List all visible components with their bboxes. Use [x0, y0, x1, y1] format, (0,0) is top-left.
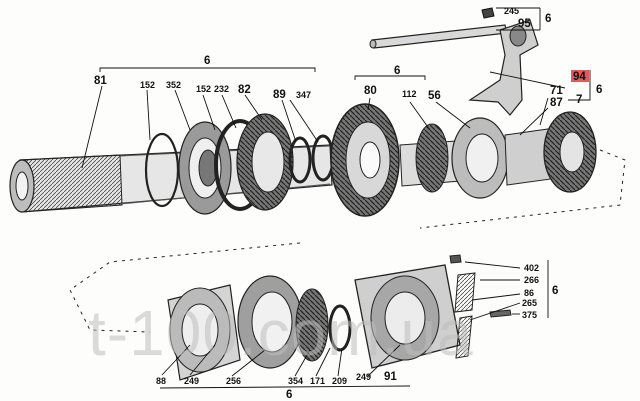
callout-56: 56 [428, 90, 441, 102]
callout-249-b: 249 [356, 372, 371, 382]
callout-265: 265 [522, 298, 537, 308]
callout-labels: 245 95 6 6 81 152 352 152 232 82 89 347 … [94, 6, 602, 401]
highlight-94 [571, 70, 589, 82]
bearing-cage-part [237, 275, 303, 369]
callout-245: 245 [504, 6, 519, 16]
callout-256: 256 [226, 376, 241, 386]
callout-347: 347 [296, 90, 311, 100]
callout-6-mid: 6 [394, 65, 400, 77]
callout-95: 95 [518, 18, 531, 30]
callout-375: 375 [522, 310, 537, 320]
callout-6-bottom: 6 [286, 389, 292, 401]
gear-112-part [415, 123, 449, 193]
callout-209: 209 [332, 376, 347, 386]
callout-266: 266 [524, 275, 539, 285]
callout-81: 81 [94, 75, 107, 87]
gear-354-part [295, 288, 329, 362]
callout-249-a: 249 [184, 376, 199, 386]
shift-fork-part [468, 19, 539, 116]
callout-6-top: 6 [545, 13, 551, 25]
oring-part [328, 304, 352, 352]
leader-lines [81, 7, 591, 389]
callout-80: 80 [364, 85, 377, 97]
callout-352: 352 [166, 80, 181, 90]
gear-82-part [236, 113, 294, 211]
callout-7: 7 [576, 94, 582, 106]
callout-94: 94 [573, 71, 586, 83]
gear-71-part [504, 111, 597, 193]
callout-88: 88 [156, 376, 166, 386]
callout-82: 82 [238, 84, 251, 96]
shift-rod [369, 24, 508, 49]
callout-89: 89 [273, 89, 286, 101]
callout-232: 232 [214, 84, 229, 94]
cover-plate-part [354, 264, 461, 369]
callout-86: 86 [524, 288, 534, 298]
snap-ring-part [144, 132, 180, 208]
callout-171: 171 [310, 376, 325, 386]
callout-152-a: 152 [140, 80, 155, 90]
gasket-part [454, 272, 476, 359]
callout-402: 402 [524, 263, 539, 273]
assembly-link-lines [69, 149, 626, 333]
callout-71: 71 [550, 85, 563, 97]
gear-80-part [330, 103, 400, 217]
callout-6-right: 6 [596, 84, 602, 96]
callout-112: 112 [402, 89, 417, 99]
callout-6-low: 6 [552, 285, 558, 297]
callout-354: 354 [288, 376, 303, 386]
flange-housing-part [167, 284, 241, 381]
callout-152-b: 152 [196, 84, 211, 94]
nut-part [481, 7, 495, 19]
callout-6-shaft: 6 [204, 55, 210, 67]
coupling-56-part [451, 117, 509, 199]
callout-87: 87 [550, 97, 563, 109]
callout-91: 91 [384, 371, 397, 383]
